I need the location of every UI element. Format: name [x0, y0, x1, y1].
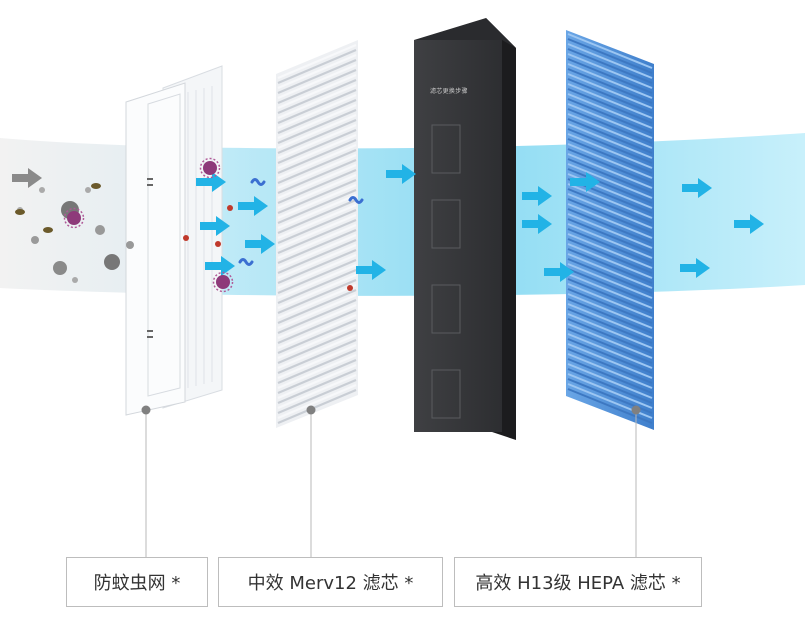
flow-arrow-head [696, 258, 710, 278]
virus-spikes [212, 271, 234, 293]
flow-arrow-head [560, 262, 574, 282]
label-hepa-filter: 高效 H13级 HEPA 滤芯 * [454, 557, 702, 607]
particle [39, 187, 45, 193]
particle [95, 225, 105, 235]
particle [72, 277, 78, 283]
flow-arrow-head [538, 186, 552, 206]
flow-arrow [238, 202, 254, 210]
flow-arrow [196, 178, 212, 186]
flow-arrow-head [538, 214, 552, 234]
flow-arrow [386, 170, 402, 178]
flow-arrow-head [372, 260, 386, 280]
virus-spikes [63, 207, 85, 229]
particle [215, 241, 221, 247]
flow-arrow-head [212, 172, 226, 192]
particle [104, 254, 120, 270]
flow-arrow [734, 220, 750, 228]
particle [126, 241, 134, 249]
flow-arrow [12, 174, 28, 182]
flow-arrow [522, 220, 538, 228]
flow-arrow-head [261, 234, 275, 254]
particle [53, 261, 67, 275]
flow-arrow-head [698, 178, 712, 198]
flow-arrow [356, 266, 372, 274]
flow-arrow-head [402, 164, 416, 184]
particle [347, 285, 353, 291]
particle [85, 187, 91, 193]
hepa-h13-filter [566, 30, 654, 430]
dot-hepa [631, 405, 641, 415]
flow-arrow [680, 264, 696, 272]
flow-arrow-head [28, 168, 42, 188]
merv12-filter [276, 40, 358, 428]
particle [31, 236, 39, 244]
virus-particle [67, 211, 81, 225]
insect [91, 183, 101, 189]
label-mosquito-mesh: 防蚊虫网 * [66, 557, 208, 607]
carbon-filter [414, 18, 516, 440]
pollutant-particles [15, 157, 364, 293]
airflow-arrows [12, 164, 764, 282]
mosquito-mesh-filter [125, 65, 223, 416]
dot-mesh [141, 405, 151, 415]
flow-arrow [205, 262, 221, 270]
particle [227, 205, 233, 211]
flow-arrow [544, 268, 560, 276]
bacteria-particle [348, 196, 364, 204]
carbon-card-title: 滤芯更换步骤 [430, 88, 468, 95]
flow-arrow-head [254, 196, 268, 216]
insect [15, 209, 25, 215]
flow-arrow-head [750, 214, 764, 234]
dot-merv [306, 405, 316, 415]
virus-particle [203, 161, 217, 175]
flow-arrow-head [216, 216, 230, 236]
label-merv12-filter: 中效 Merv12 滤芯 * [218, 557, 443, 607]
flow-arrow [245, 240, 261, 248]
particle [183, 235, 189, 241]
flow-arrow [200, 222, 216, 230]
flow-arrow [682, 184, 698, 192]
flow-arrow-head [586, 172, 600, 192]
virus-spikes [199, 157, 221, 179]
virus-particle [216, 275, 230, 289]
insect [43, 227, 53, 233]
flow-arrow [522, 192, 538, 200]
bacteria-particle [238, 258, 254, 266]
bacteria-particle [250, 178, 266, 186]
flow-arrow-head [221, 256, 235, 276]
flow-arrow [570, 178, 586, 186]
